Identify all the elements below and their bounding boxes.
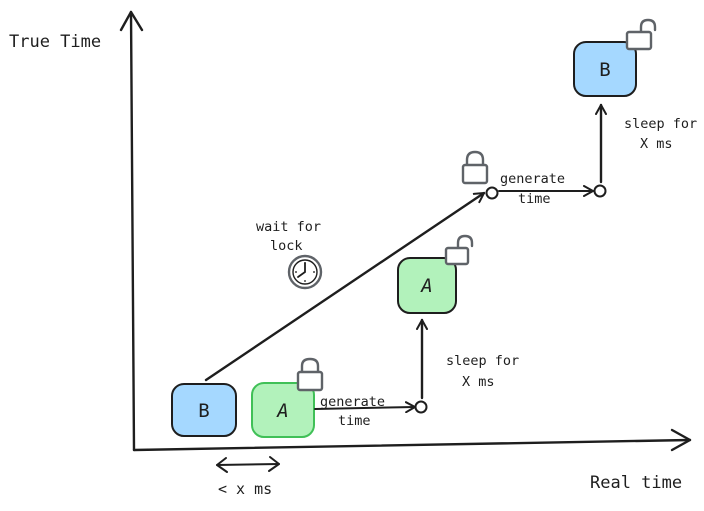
wait-arrow [204, 191, 486, 382]
box-b-start: B [171, 383, 237, 437]
generate-2-line1: generate [500, 171, 565, 187]
sleep-2-line2: X ms [640, 136, 673, 152]
sleep-1-line1: sleep for [446, 353, 519, 369]
generate-2-line2: time [518, 191, 551, 207]
lock-closed-icon [296, 357, 324, 392]
x-axis-title: Real time [590, 473, 682, 493]
box-a-start: A [251, 382, 315, 438]
lock-closed-icon [461, 150, 489, 185]
lock-open-icon [444, 234, 474, 266]
generate-arrow-1 [314, 401, 416, 414]
box-a-end-label: A [420, 275, 432, 297]
clock-icon [287, 254, 323, 290]
sleep-2-line1: sleep for [624, 116, 697, 132]
box-a-end: A [397, 257, 457, 314]
box-b-end-label: B [599, 59, 610, 81]
box-b-start-label: B [198, 400, 209, 422]
span-label: < x ms [218, 480, 272, 498]
wait-line2: lock [270, 238, 303, 254]
y-axis-title: True Time [9, 32, 101, 52]
wait-line1: wait for [256, 219, 321, 235]
point-1 [414, 400, 428, 414]
box-a-start-label: A [276, 400, 288, 422]
span-arrow [216, 456, 280, 473]
point-2 [485, 186, 499, 200]
generate-1-line2: time [338, 413, 371, 429]
point-3 [593, 184, 607, 198]
generate-1-line1: generate [320, 394, 385, 410]
lock-open-icon [625, 18, 657, 51]
x-axis [132, 428, 692, 452]
sleep-1-line2: X ms [462, 374, 495, 390]
box-b-end: B [573, 41, 637, 97]
y-axis [119, 10, 144, 452]
